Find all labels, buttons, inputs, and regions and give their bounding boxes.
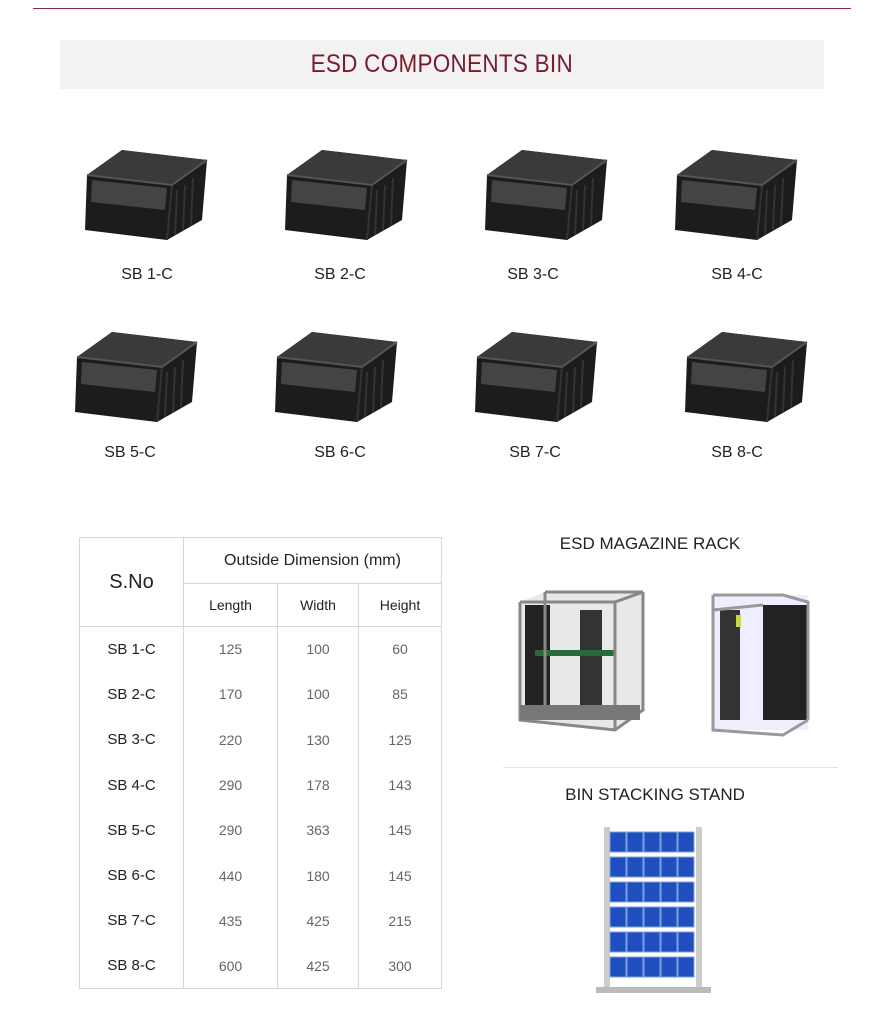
bin-image-6: [275, 332, 398, 423]
bin-label: SB 2-C: [314, 266, 366, 283]
cell-sno: SB 8-C: [79, 943, 184, 990]
magazine-rack-image-1: [518, 590, 645, 732]
dimension-group-header: Outside Dimension (mm): [183, 537, 442, 584]
cell-width: 100: [277, 671, 359, 718]
bin-image-8: [685, 332, 808, 423]
cell-length: 435: [183, 898, 278, 944]
cell-width: 100: [277, 626, 359, 672]
cell-sno: SB 4-C: [79, 762, 184, 808]
bin-label: SB 6-C: [314, 444, 366, 461]
bin-image-4: [675, 150, 798, 241]
cell-height: 60: [358, 626, 442, 672]
bin-label: SB 1-C: [121, 266, 173, 283]
bin-image-3: [485, 150, 608, 241]
cell-width: 130: [277, 717, 359, 763]
cell-width: 425: [277, 943, 359, 990]
cell-length: 600: [183, 943, 278, 990]
cell-sno: SB 5-C: [79, 807, 184, 853]
magazine-rack-title: ESD MAGAZINE RACK: [559, 534, 741, 553]
sno-header: S.No: [79, 537, 184, 627]
col-length: Length: [183, 583, 278, 627]
cell-height: 85: [358, 671, 442, 718]
bin-label: SB 4-C: [711, 266, 763, 283]
cell-height: 145: [358, 852, 442, 899]
cell-height: 215: [358, 898, 442, 944]
cell-sno: SB 2-C: [79, 671, 184, 718]
cell-length: 170: [183, 671, 278, 718]
bin-label: SB 5-C: [104, 444, 156, 461]
cell-sno: SB 7-C: [79, 898, 184, 944]
cell-sno: SB 3-C: [79, 717, 184, 763]
cell-height: 143: [358, 762, 442, 808]
bin-label: SB 8-C: [711, 444, 763, 461]
cell-length: 125: [183, 626, 278, 672]
header-rule: [33, 8, 851, 9]
bin-image-5: [75, 332, 198, 423]
cell-length: 440: [183, 852, 278, 899]
cell-sno: SB 1-C: [79, 626, 184, 672]
bin-label: SB 7-C: [509, 444, 561, 461]
cell-height: 300: [358, 943, 442, 990]
cell-height: 145: [358, 807, 442, 853]
cell-width: 363: [277, 807, 359, 853]
bin-image-2: [285, 150, 408, 241]
bin-image-7: [475, 332, 598, 423]
cell-width: 178: [277, 762, 359, 808]
col-height: Height: [358, 583, 442, 627]
cell-length: 220: [183, 717, 278, 763]
stacking-stand-image: [596, 827, 711, 993]
cell-width: 425: [277, 898, 359, 944]
cell-height: 125: [358, 717, 442, 763]
cell-width: 180: [277, 852, 359, 899]
magazine-rack-image-2: [711, 593, 810, 737]
bin-image-1: [85, 150, 208, 241]
section-title-bar: ESD COMPONENTS BIN: [60, 40, 824, 89]
cell-length: 290: [183, 762, 278, 808]
section-divider: [503, 767, 838, 768]
page-title: ESD COMPONENTS BIN: [310, 50, 574, 78]
stacking-stand-title: BIN STACKING STAND: [565, 785, 745, 804]
bin-label: SB 3-C: [507, 266, 559, 283]
col-width: Width: [277, 583, 359, 627]
cell-length: 290: [183, 807, 278, 853]
cell-sno: SB 6-C: [79, 852, 184, 899]
